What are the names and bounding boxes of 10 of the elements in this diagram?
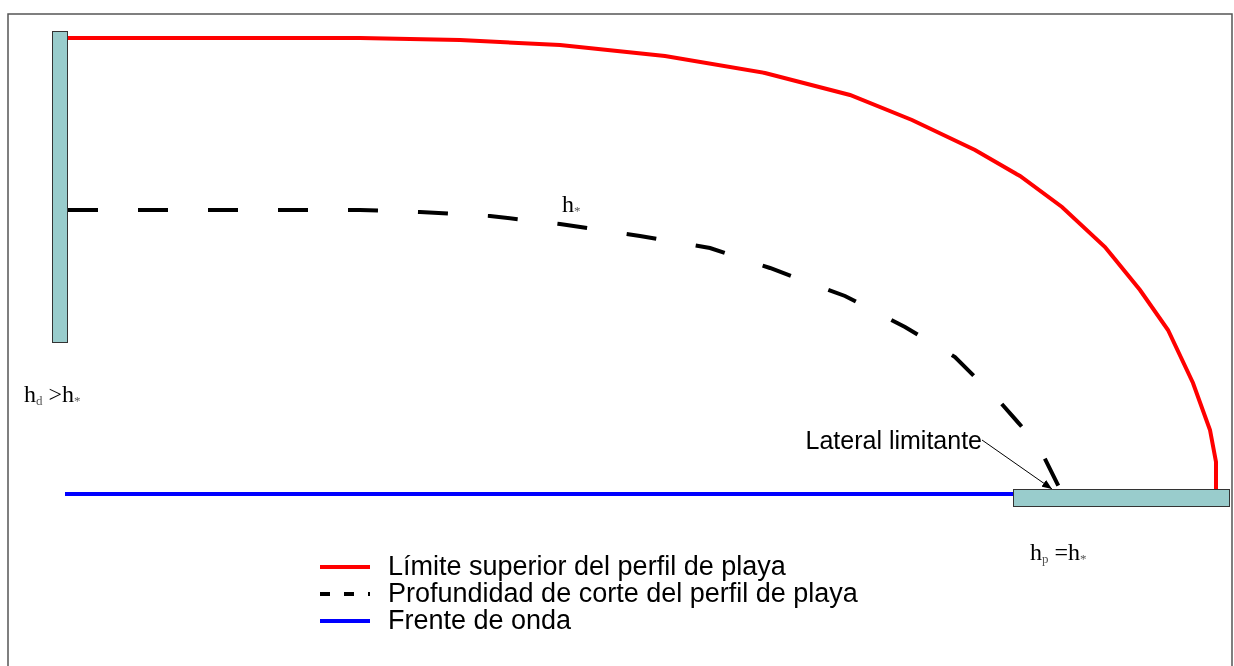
callout-label: Lateral limitante [770,424,982,456]
depth-label: h$_{p}$ =h$_{*}$ [1030,538,1087,569]
structure-bar [1013,489,1230,507]
legend-text: Profundidad de corte del perfil de playa [388,580,858,607]
legend-text: Frente de onda [388,607,572,634]
curve-line [65,492,1013,496]
leader-line [981,439,1053,490]
structure-bar [52,31,68,343]
depth-label: h$_{d}$ >h$_{*}$ [24,380,81,411]
curve-line [68,36,1218,489]
